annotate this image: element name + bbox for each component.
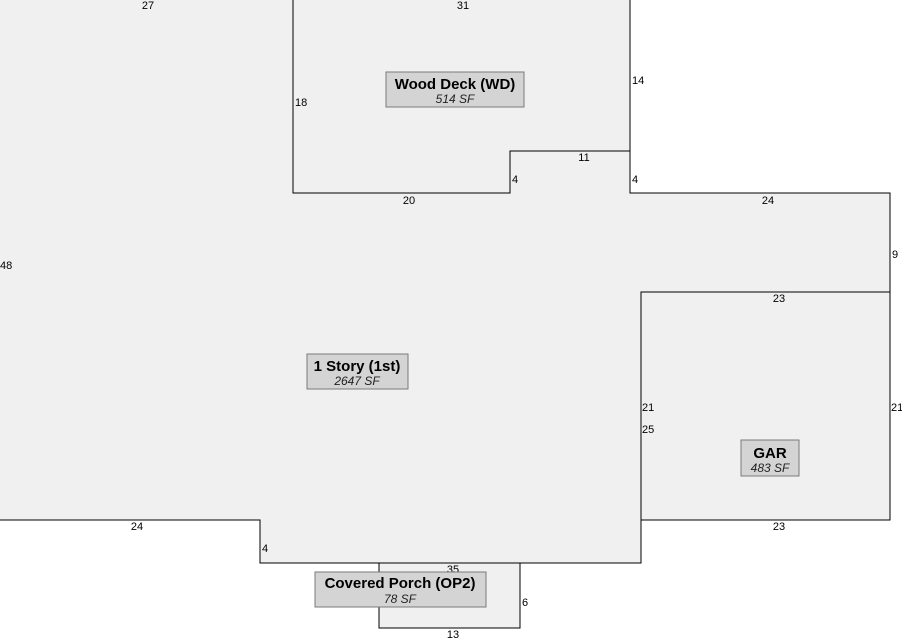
covered-porch-area: 78 SF	[384, 592, 417, 606]
dim-garage-right: 21	[891, 402, 902, 414]
garage-label[interactable]: GAR 483 SF	[740, 439, 800, 477]
wood-deck-name: Wood Deck (WD)	[395, 76, 516, 93]
first-story-name: 1 Story (1st)	[314, 358, 401, 375]
dim-deck-top: 31	[457, 0, 469, 12]
first-story-area: 2647 SF	[333, 374, 380, 388]
dim-main-step-left: 4	[262, 543, 268, 555]
dim-main-left: 48	[0, 260, 12, 272]
dim-garage-top: 23	[773, 293, 785, 305]
dim-wing-top: 24	[762, 195, 774, 207]
dim-main-top: 27	[142, 0, 154, 12]
dim-garage-bottom: 23	[773, 521, 785, 533]
dim-main-right: 25	[642, 424, 654, 436]
dim-porch-right: 6	[522, 597, 528, 609]
dim-deck-bottom: 20	[403, 195, 415, 207]
covered-porch-label[interactable]: Covered Porch (OP2) 78 SF	[314, 571, 487, 608]
dim-deck-left: 18	[295, 97, 307, 109]
garage-outline[interactable]	[640, 291, 891, 521]
covered-porch-name: Covered Porch (OP2)	[325, 575, 476, 592]
dim-deck-notch-top: 11	[578, 152, 589, 164]
wood-deck-label[interactable]: Wood Deck (WD) 514 SF	[385, 71, 525, 108]
garage-name: GAR	[753, 445, 787, 462]
dim-deck-right: 14	[632, 75, 644, 87]
dim-deck-notch-left: 4	[512, 174, 518, 186]
dim-main-bottom-left: 24	[131, 521, 143, 533]
wood-deck-area: 514 SF	[436, 92, 475, 106]
dim-deck-notch-right: 4	[632, 174, 638, 186]
dim-porch-bottom: 13	[447, 629, 459, 638]
dim-wing-right: 9	[892, 249, 898, 261]
dim-garage-left: 21	[642, 402, 654, 414]
garage-area: 483 SF	[751, 461, 790, 475]
first-story-label[interactable]: 1 Story (1st) 2647 SF	[306, 353, 409, 390]
